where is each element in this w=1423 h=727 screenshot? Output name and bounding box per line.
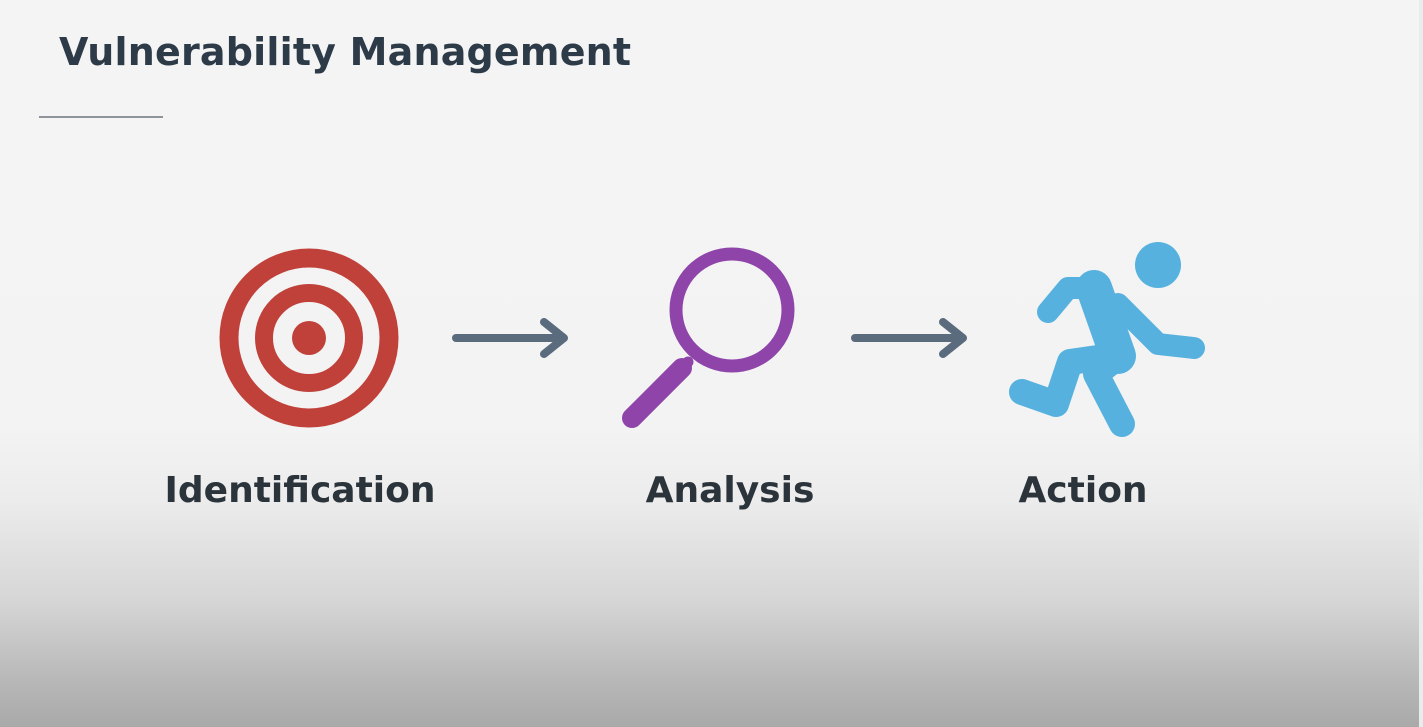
title-underline xyxy=(39,116,163,118)
slide-title: Vulnerability Management xyxy=(59,30,632,74)
target-icon xyxy=(219,248,399,428)
step-label-analysis: Analysis xyxy=(645,470,815,511)
step-label-identification: Identification xyxy=(164,470,436,511)
edge-strip xyxy=(1419,0,1423,727)
running-person-icon xyxy=(1009,242,1205,437)
arrow-right-icon xyxy=(851,318,967,358)
arrow-right-icon xyxy=(452,318,568,358)
magnifying-glass-icon xyxy=(622,247,795,428)
step-label-action: Action xyxy=(1018,470,1148,511)
